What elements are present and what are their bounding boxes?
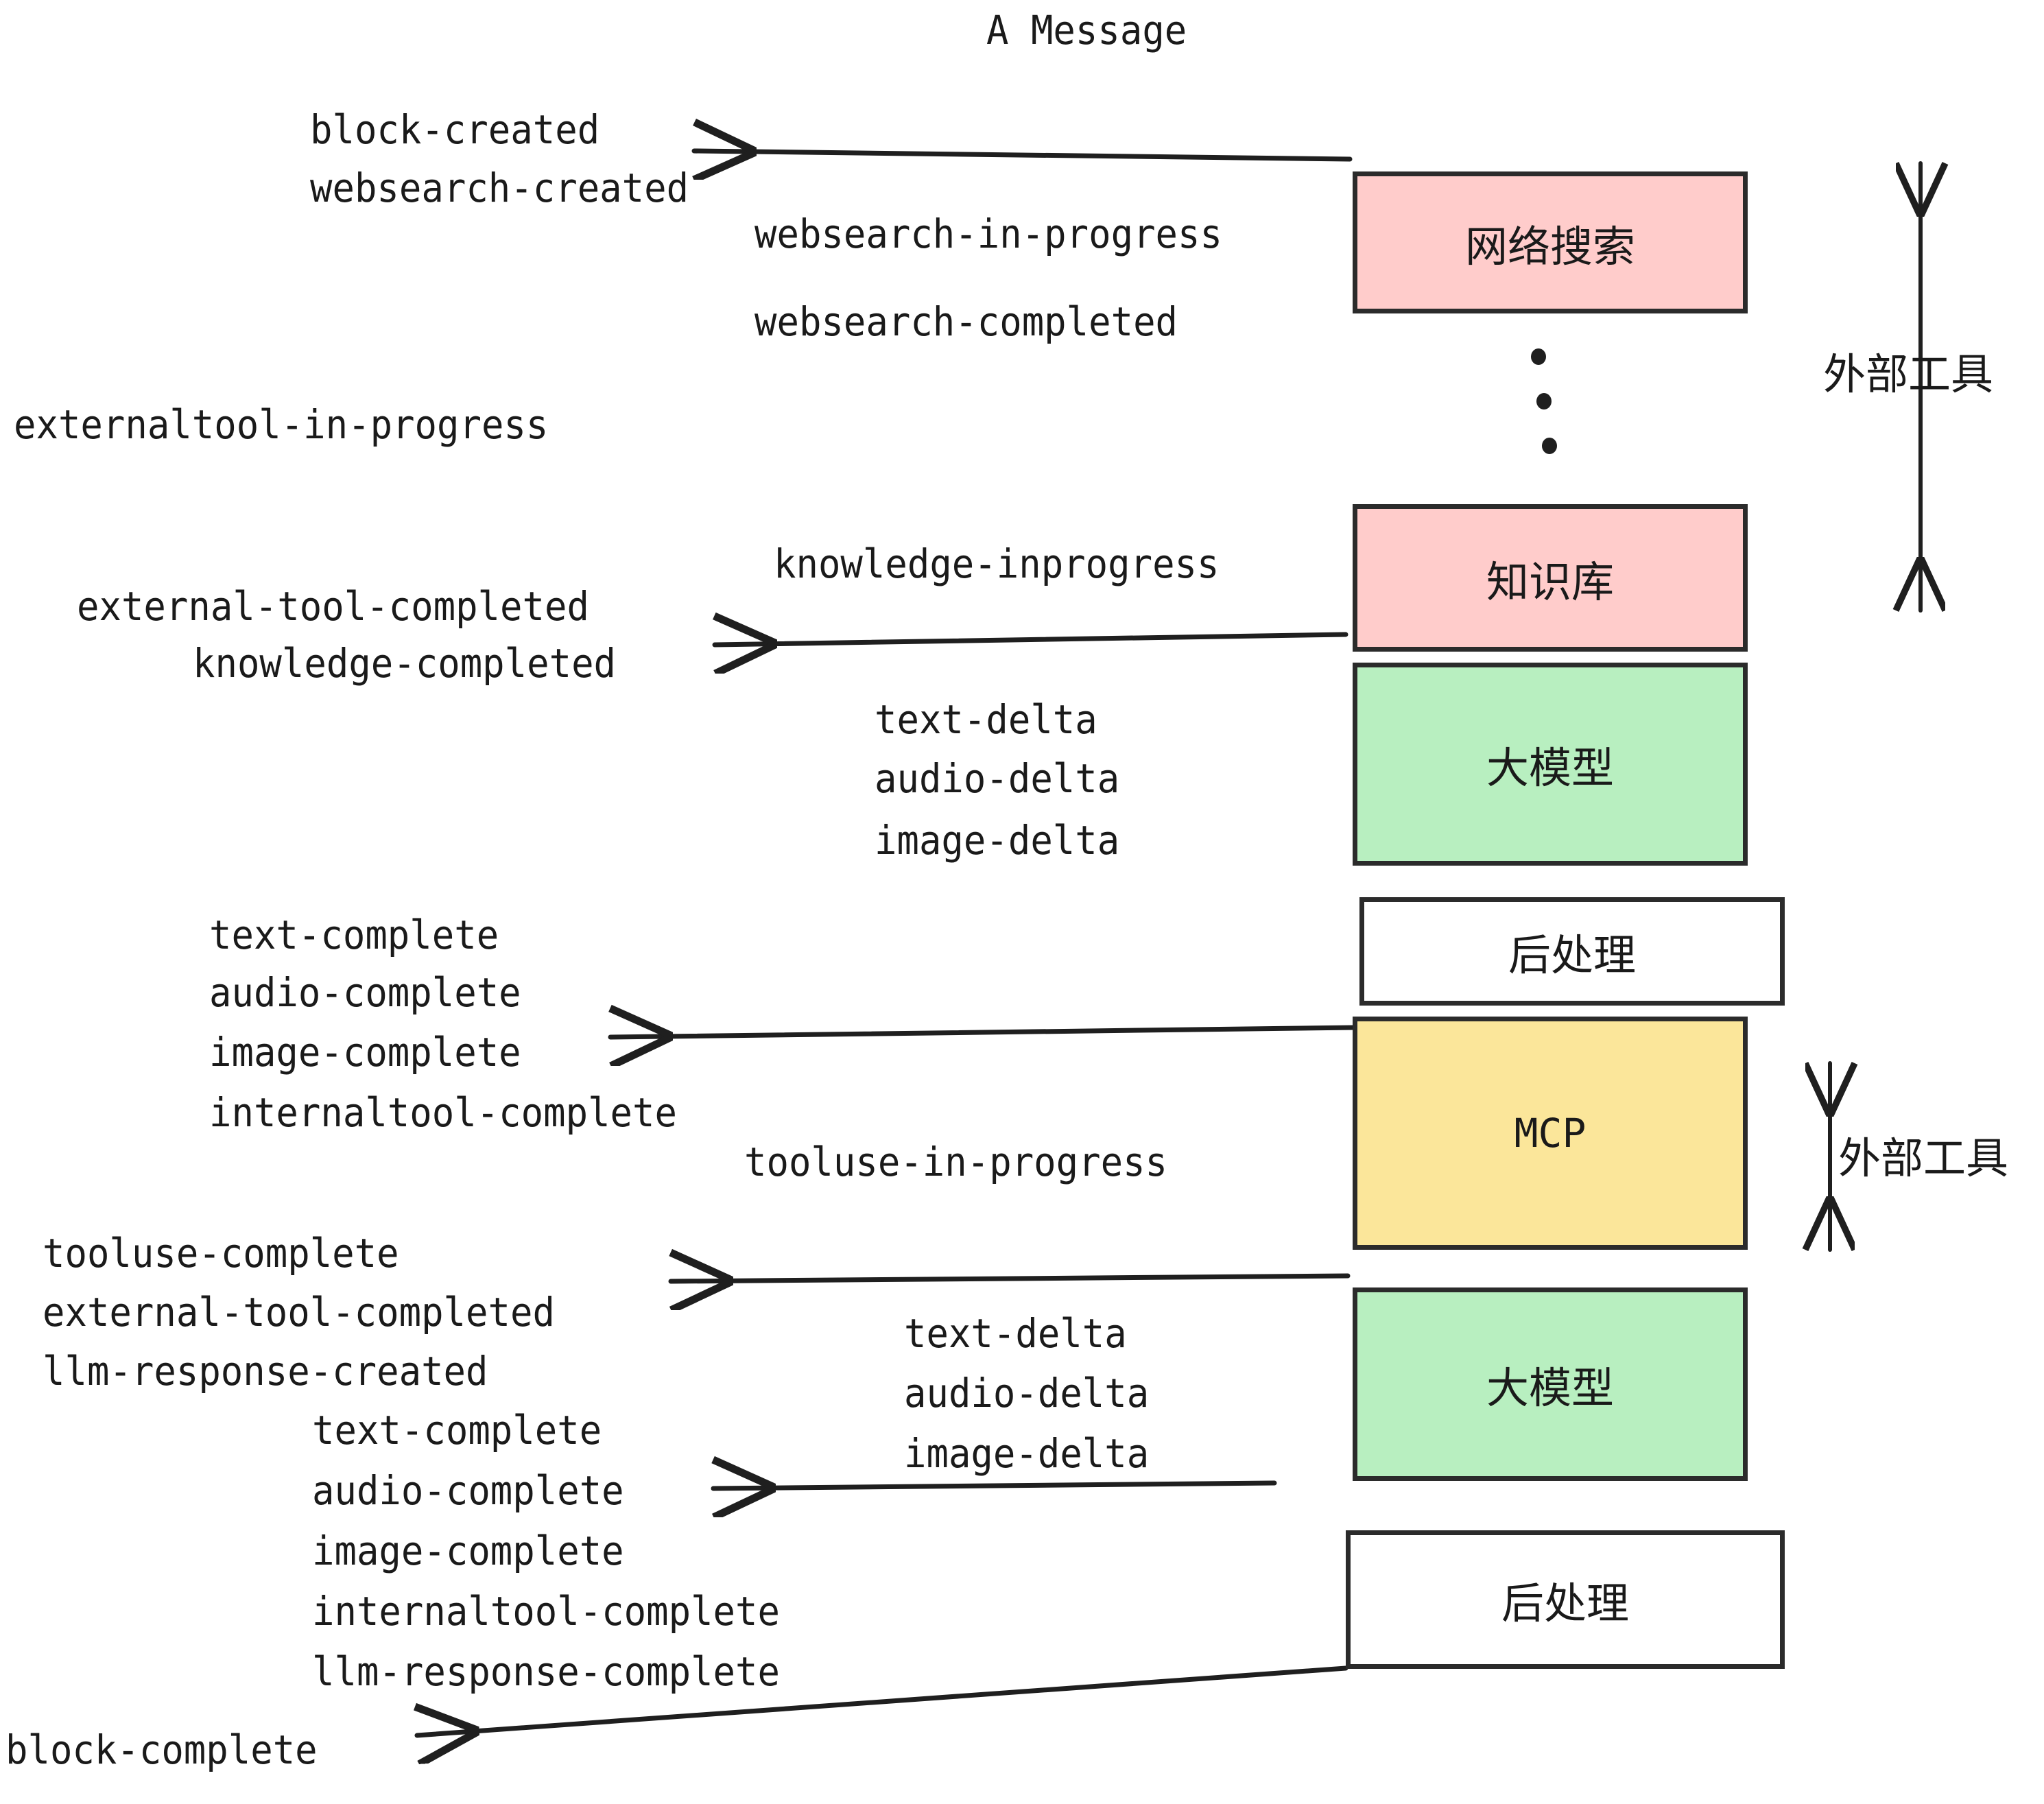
event-label-text-complete-1: text-complete xyxy=(209,912,499,958)
scope-label-external-tools-bottom: 外部工具 xyxy=(1838,1133,2009,1183)
node-box-postproc2[interactable]: 后处理 xyxy=(1346,1530,1785,1669)
event-label-llm-response-complete: llm-response-complete xyxy=(312,1648,780,1695)
event-label-websearch-completed: websearch-completed xyxy=(754,298,1178,345)
arrow-image-complete xyxy=(608,1028,1357,1037)
scope-label-external-tools-top: 外部工具 xyxy=(1823,349,1994,399)
arrow-tooluse-complete xyxy=(668,1276,1351,1281)
node-box-label: 知识库 xyxy=(1486,556,1614,607)
arrow-knowledge-completed xyxy=(712,634,1348,645)
node-box-mcp[interactable]: MCP xyxy=(1353,1017,1748,1250)
event-label-websearch-in-progress: websearch-in-progress xyxy=(754,211,1222,257)
event-label-tooluse-in-progress: tooluse-in-progress xyxy=(744,1139,1168,1185)
node-box-llm1[interactable]: 大模型 xyxy=(1353,663,1748,866)
node-box-label: MCP xyxy=(1514,1110,1587,1156)
node-box-knowledge[interactable]: 知识库 xyxy=(1353,504,1748,652)
node-box-label: 大模型 xyxy=(1486,1363,1614,1413)
event-label-audio-delta-1: audio-delta xyxy=(875,755,1120,802)
event-label-audio-complete-2: audio-complete xyxy=(312,1467,624,1514)
ellipsis-dot xyxy=(1531,348,1546,365)
event-label-text-complete-2: text-complete xyxy=(312,1407,602,1453)
ellipsis-dot xyxy=(1542,438,1557,454)
node-box-postproc1[interactable]: 后处理 xyxy=(1359,897,1785,1006)
event-label-knowledge-inprogress: knowledge-inprogress xyxy=(774,541,1220,587)
node-box-websearch[interactable]: 网络搜索 xyxy=(1353,171,1748,313)
event-label-image-complete-2: image-complete xyxy=(312,1528,624,1574)
node-box-label: 大模型 xyxy=(1486,743,1614,793)
event-label-externaltool-in-progress: externaltool-in-progress xyxy=(14,401,549,448)
event-label-audio-complete-1: audio-complete xyxy=(209,969,521,1016)
event-label-internaltool-complete-1: internaltool-complete xyxy=(209,1089,677,1136)
node-box-llm2[interactable]: 大模型 xyxy=(1353,1287,1748,1481)
node-box-label: 网络搜索 xyxy=(1464,221,1635,272)
event-label-text-delta-2: text-delta xyxy=(904,1310,1127,1357)
diagram-title: A Message xyxy=(986,7,1187,54)
event-label-knowledge-completed: knowledge-completed xyxy=(193,640,617,687)
event-label-internaltool-complete-2: internaltool-complete xyxy=(312,1588,780,1635)
event-label-external-tool-completed-1: external-tool-completed xyxy=(77,583,589,630)
ellipsis-dot xyxy=(1536,393,1552,410)
event-label-audio-delta-2: audio-delta xyxy=(904,1370,1150,1416)
arrow-websearch-created xyxy=(691,151,1353,159)
event-label-llm-response-created: llm-response-created xyxy=(43,1348,488,1394)
node-box-label: 后处理 xyxy=(1508,930,1636,980)
event-label-block-complete: block-complete xyxy=(5,1726,318,1773)
event-label-image-complete-1: image-complete xyxy=(209,1029,521,1076)
event-label-block-created: block-created xyxy=(310,106,600,153)
node-box-label: 后处理 xyxy=(1501,1578,1629,1628)
event-label-image-delta-2: image-delta xyxy=(904,1430,1150,1477)
event-label-tooluse-complete: tooluse-complete xyxy=(43,1230,399,1277)
event-label-websearch-created: websearch-created xyxy=(310,165,689,211)
event-label-image-delta-1: image-delta xyxy=(875,817,1120,864)
event-label-external-tool-completed-2: external-tool-completed xyxy=(43,1289,555,1336)
arrow-audio-complete xyxy=(711,1483,1277,1488)
event-label-text-delta-1: text-delta xyxy=(875,696,1097,743)
